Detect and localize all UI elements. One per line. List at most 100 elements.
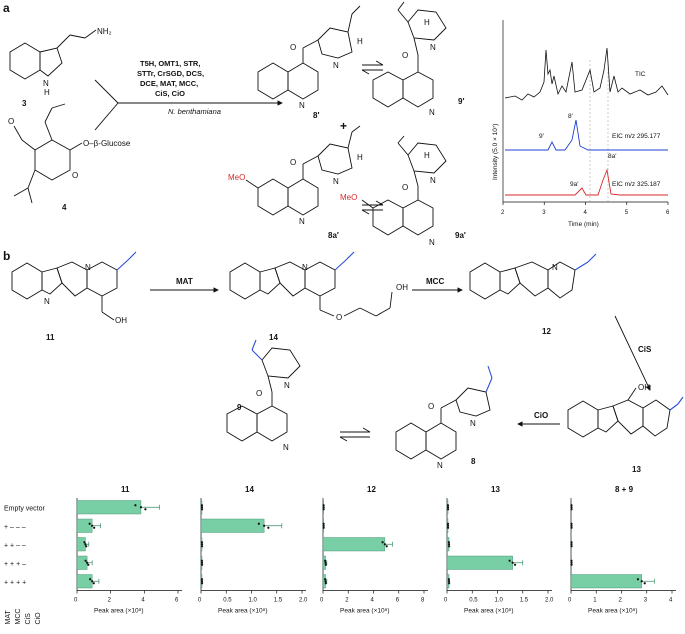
bar-panel-title: 13 [491,485,500,494]
compound-12-structure: N 12 [469,253,597,336]
replicate-point [324,559,327,562]
bar-tick-label: 1 [593,598,597,604]
compound-8-label: 8 [471,457,476,466]
bar-panel-title: 8 + 9 [615,485,634,494]
svg-text:N: N [470,419,476,428]
row-label: + – – – [4,524,26,531]
replicate-point [570,545,573,548]
compound-13-structure: OH 13 [567,383,684,474]
replicate-point [511,561,514,564]
svg-text:N: N [430,43,436,52]
replicate-point [200,506,204,509]
bar [446,555,513,570]
replicate-point [570,508,573,511]
svg-text:OH: OH [396,283,408,292]
replicate-point [267,526,270,529]
replicate-point [257,522,260,525]
replicate-point [85,545,88,548]
svg-text:H: H [357,153,363,162]
replicate-point [570,563,573,566]
bar-panel-title: 12 [367,485,376,494]
bar-tick-label: 6 [175,598,179,604]
replicate-point [570,524,573,527]
compound-9ap-structure: N H O N MeO 9a′ [340,135,466,247]
methoxy-9ap: MeO [340,193,357,202]
bar-tick-label: 4 [371,598,375,604]
replicate-point [263,524,266,527]
indole-n-label: N [43,79,49,88]
construct-label: CiO [35,612,42,625]
replicate-point [446,526,450,529]
compound-14-structure: O OH N 14 [229,251,408,342]
replicate-point [91,524,94,527]
chromatogram-xlabel: Time (min) [568,221,599,228]
bar-tick-label: 0.5 [469,598,478,604]
bar-tick-label: 1.5 [274,598,283,604]
compound-8ap-label: 8a′ [328,231,339,240]
construct-label: MAT [5,610,12,625]
cio-arrow-label: CiO [534,411,548,420]
replicate-point [446,506,450,509]
compound-14-label: 14 [269,333,278,342]
replicate-point [200,561,204,564]
replicate-point [322,508,325,511]
replicate-point [447,580,451,583]
replicate-point [448,582,451,585]
replicate-point [448,545,451,548]
panel-label-a: a [3,1,10,15]
svg-text:O: O [290,158,296,167]
replicate-point [570,541,573,544]
svg-text:N: N [283,443,289,452]
bar-xlabel: Peak area (×10⁸) [340,608,390,615]
svg-text:O: O [336,313,342,322]
compound-12-label: 12 [542,327,551,336]
mcc-arrow-label: MCC [426,277,444,286]
replicate-point [570,526,573,529]
bar-tick-label: 3 [644,598,648,604]
replicate-point [640,580,643,583]
compound-9-structure: N O N 9 [226,339,301,452]
bar-tick-label: 0 [568,598,572,604]
replicate-point [385,545,388,548]
replicate-point [93,526,96,529]
aldehyde-o: O [8,117,14,126]
svg-text:N: N [85,263,91,272]
replicate-point [200,543,204,546]
replicate-point [200,580,204,583]
host-label: N. benthamiana [168,107,221,116]
eic-325-peak-label: 8a′ [608,153,617,160]
replicate-point [200,578,204,581]
replicate-point [324,582,327,585]
bar-tick-label: 2.0 [545,598,554,604]
replicate-point [84,543,87,546]
bar [76,555,88,570]
eic-295-trace [505,119,668,151]
replicate-point [92,582,95,585]
chromatogram-tick-label: 3 [542,210,546,216]
bar-row-labels: Empty vector+ – – –+ + – –+ + + –+ + + + [4,505,46,586]
replicate-point [324,578,327,581]
bar-xlabel: Peak area (×10⁸) [588,608,638,615]
mat-arrow-label: MAT [176,277,193,286]
glucose-label: O–β-Glucose [83,139,131,148]
bar [200,518,265,533]
row-label: Empty vector [4,505,46,512]
replicate-point [322,506,325,509]
replicate-point [88,522,91,525]
replicate-point [324,563,327,566]
replicate-point [513,563,517,566]
replicate-point [570,561,573,564]
methoxy-8ap: MeO [228,173,245,182]
enzymes-line-2: STTr, CrSGD, DCS, [137,69,204,78]
bar-tick-label: 0 [198,598,202,604]
bar-tick-label: 8 [421,598,425,604]
svg-text:O: O [402,51,408,60]
replicate-point [134,504,137,507]
replicate-point [322,524,325,527]
compound-9-label: 9 [237,403,242,412]
amine-label: NH₂ [97,27,112,36]
